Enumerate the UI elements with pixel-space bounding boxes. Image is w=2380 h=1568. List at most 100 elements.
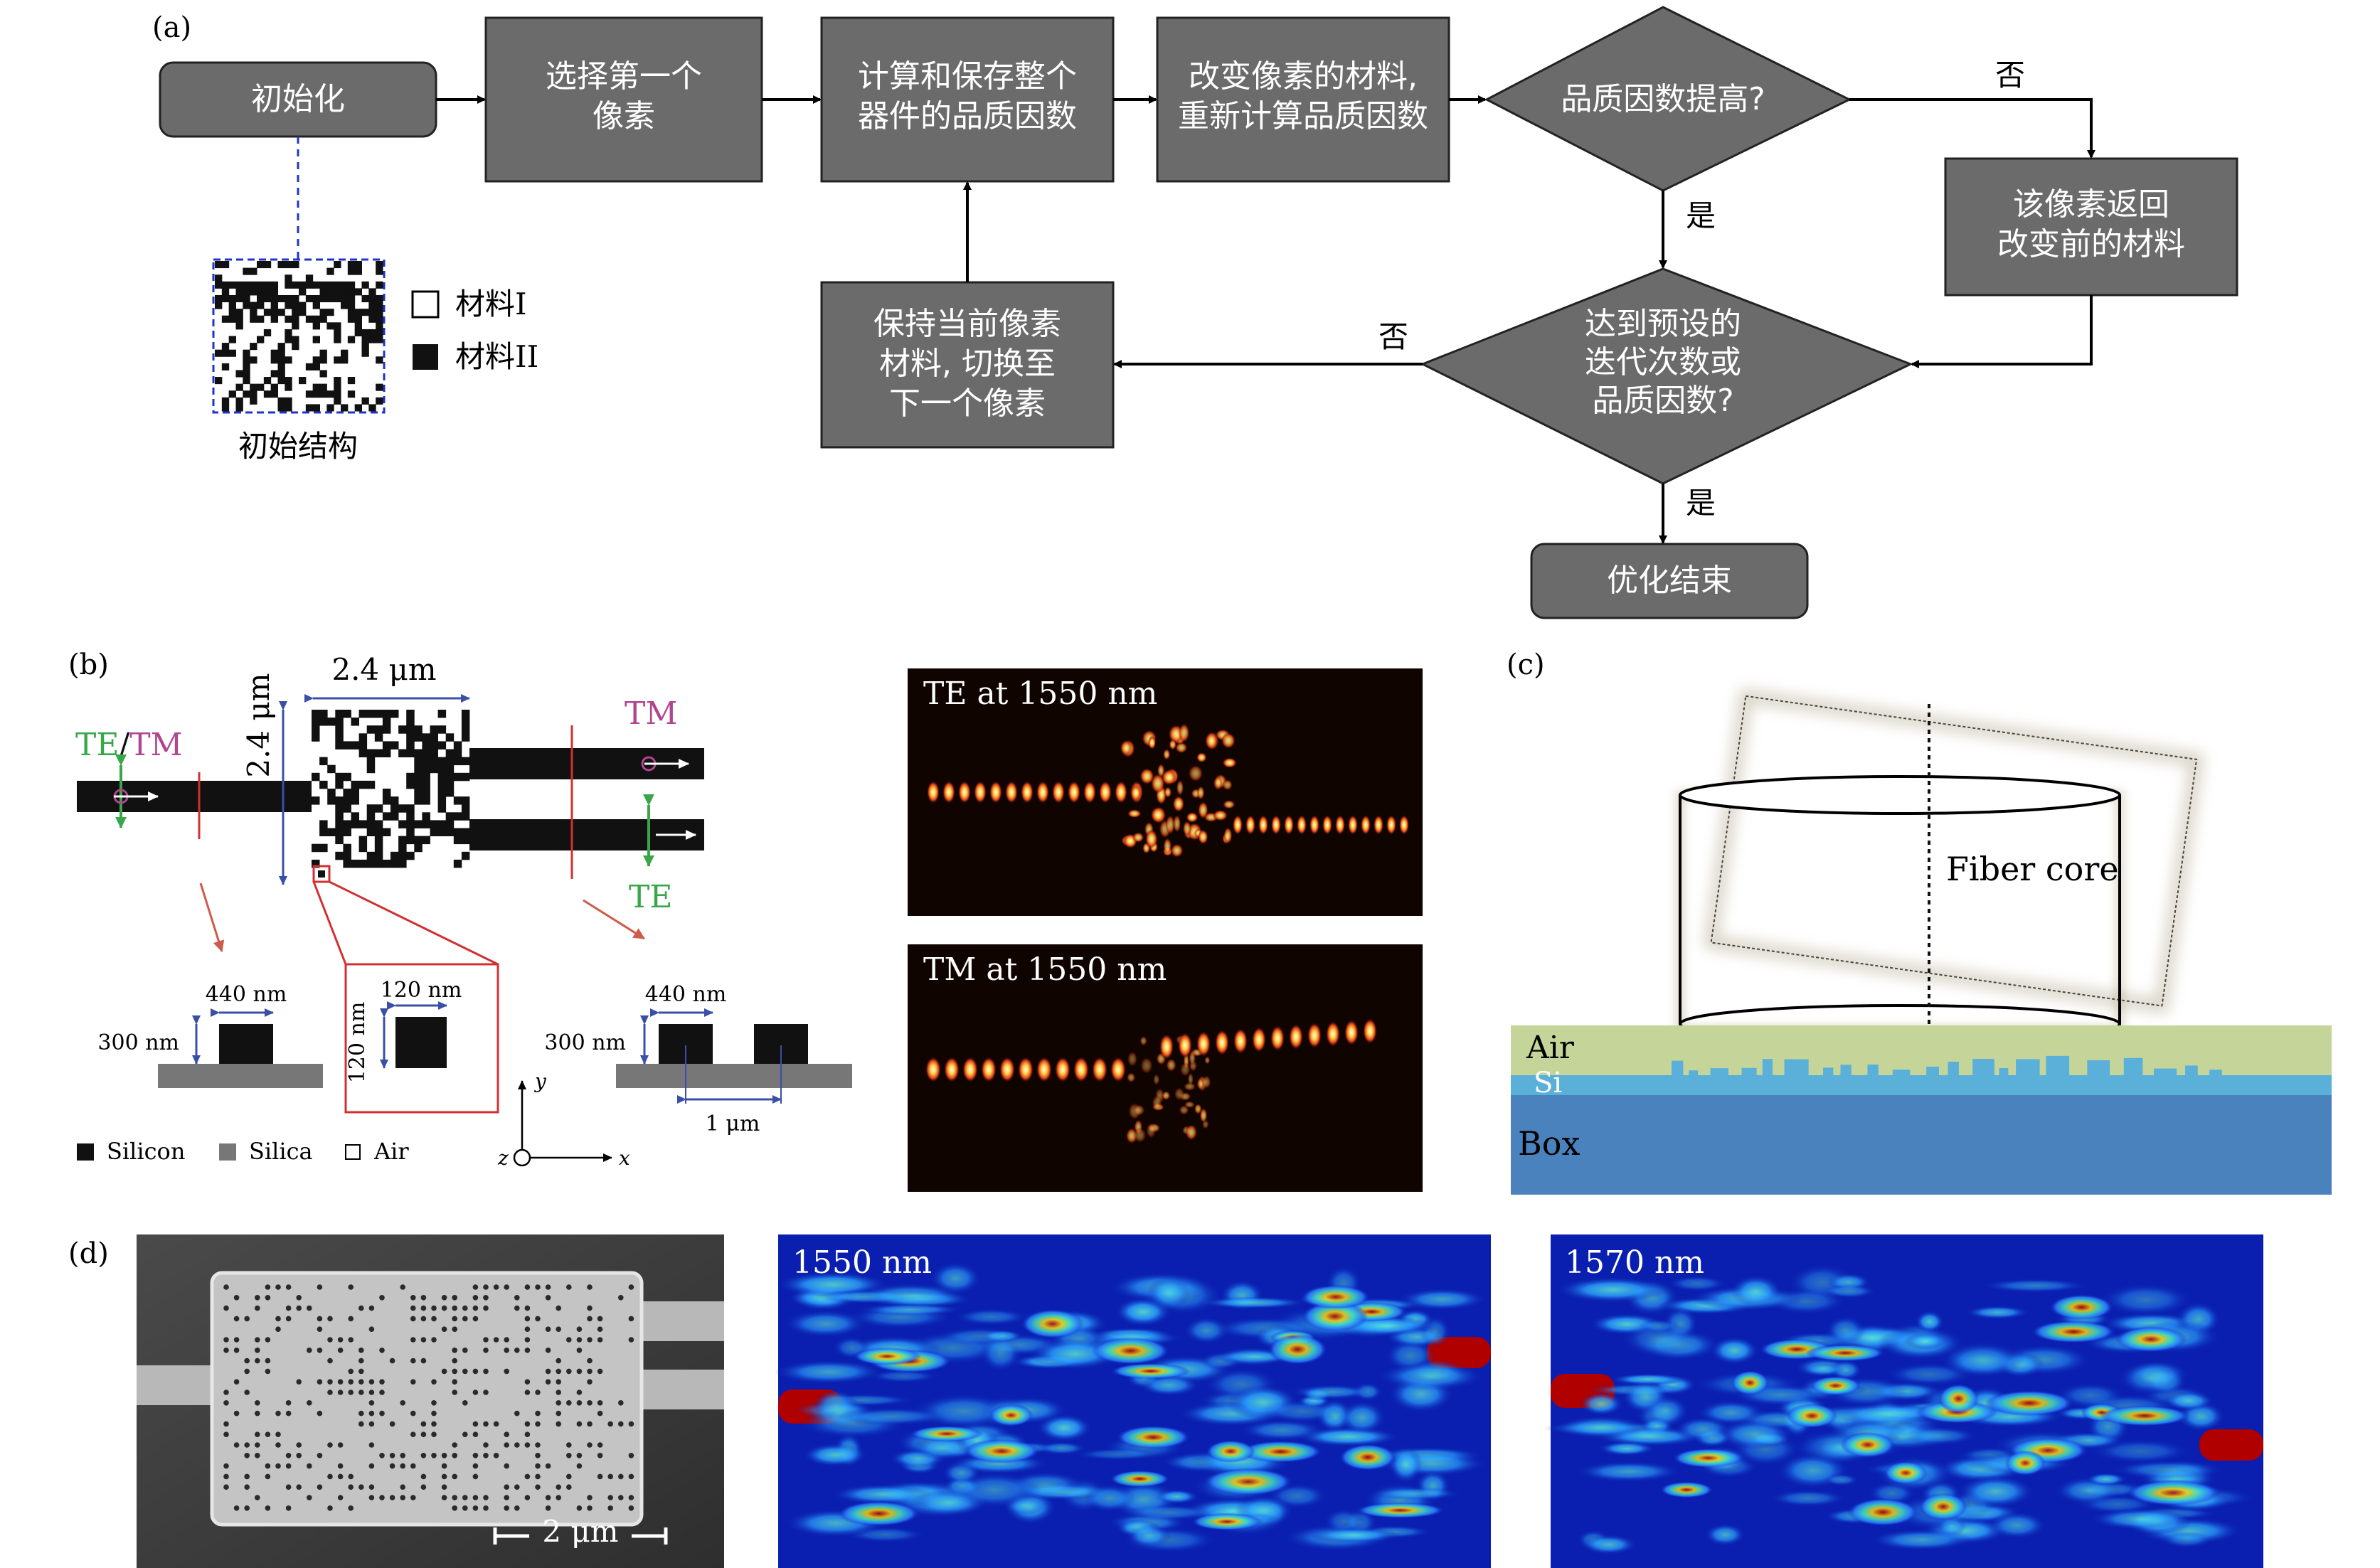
pixel [270, 390, 278, 398]
pixel [430, 757, 438, 766]
sem-hole [265, 1368, 271, 1375]
pixel [270, 281, 278, 289]
pixel [376, 336, 383, 343]
jet-streak [1621, 1321, 1696, 1357]
sem-hole [566, 1473, 572, 1480]
sem-hole [483, 1390, 489, 1395]
sem-hole [472, 1316, 479, 1322]
pixel [335, 820, 344, 828]
pixel [228, 336, 236, 343]
sem-hole [285, 1410, 292, 1417]
sem-hole [535, 1442, 541, 1448]
sem-hole [504, 1431, 509, 1437]
jet-streak [2091, 1508, 2189, 1530]
cs2-height-label: 300 nm [544, 1030, 626, 1055]
edge-label-no-1: 否 [1995, 58, 2025, 92]
sem-hole [462, 1505, 468, 1511]
pixel [285, 315, 292, 323]
field-bead [1289, 1024, 1303, 1050]
pixel [391, 851, 399, 860]
pixel [228, 349, 236, 357]
axis-z-label: z [497, 1146, 509, 1170]
pixel [376, 267, 383, 275]
field-bead [1055, 1057, 1071, 1082]
pixel [221, 288, 230, 296]
pixel [382, 710, 391, 718]
jet-streak [1371, 1487, 1462, 1500]
sem-hole [535, 1316, 541, 1322]
pixel [406, 749, 415, 757]
pixel [285, 356, 292, 364]
sem-hole [400, 1400, 405, 1406]
pixel [422, 764, 430, 774]
sem-hole [348, 1473, 354, 1480]
field-speckle [1222, 779, 1233, 791]
sem-waveguide-left [137, 1365, 221, 1405]
pixel [453, 772, 462, 782]
sem-hole [265, 1358, 271, 1364]
jet-streak [2118, 1360, 2184, 1395]
sem-hole [368, 1495, 375, 1500]
sem-waveguide-right-bottom [633, 1370, 724, 1409]
pixel [312, 356, 320, 364]
pixel [406, 828, 415, 836]
pixel [376, 261, 383, 269]
pixel [319, 309, 327, 316]
pixel [292, 281, 299, 289]
sem-hole [420, 1431, 427, 1437]
jet-hotspot [1356, 1502, 1445, 1518]
jet-streak [1576, 1461, 1681, 1482]
pixel [334, 329, 341, 336]
field-speckle [1150, 773, 1165, 794]
sem-hole [255, 1431, 260, 1437]
pixel [374, 804, 383, 813]
sem-hole [368, 1463, 375, 1469]
pixel [257, 288, 265, 296]
field-bead [1271, 815, 1281, 835]
field-speckle [1130, 784, 1142, 802]
sem-hole [545, 1284, 551, 1290]
pixel [312, 390, 320, 398]
pixel [263, 377, 272, 385]
field-speckle [1205, 732, 1218, 750]
field-bead [1092, 1057, 1107, 1082]
pixel [319, 315, 327, 323]
pixel [453, 836, 462, 845]
sem-hole [587, 1284, 593, 1290]
jet-hotspot [1919, 1493, 1967, 1521]
field-speckle [1222, 757, 1237, 768]
pixel [343, 843, 351, 853]
sem-hole [368, 1421, 375, 1427]
sem-hole [483, 1505, 489, 1511]
pixel [312, 718, 320, 726]
pixel [422, 836, 430, 845]
sem-hole [545, 1326, 551, 1332]
sem-hole [472, 1495, 479, 1500]
node-revert-line2: 改变前的材料 [1997, 226, 2185, 262]
field-plot-tm-label: TM at 1550 nm [923, 951, 1167, 988]
pixel [334, 383, 341, 391]
pixel [398, 820, 407, 828]
node-select-pixel-line2: 像素 [593, 98, 655, 134]
sem-hole [545, 1505, 551, 1511]
pixel [347, 315, 356, 323]
flow-arrows [436, 95, 2095, 544]
sem-hole [452, 1326, 457, 1332]
pixel [347, 336, 356, 343]
pixel [270, 294, 278, 303]
sem-scale-label: 2 μm [542, 1514, 618, 1549]
pixel [366, 812, 376, 821]
pixel [312, 772, 320, 782]
pixel [366, 804, 376, 813]
pixel [243, 281, 250, 289]
node-revert-line1: 该像素返回 [2013, 186, 2169, 223]
sem-hole [400, 1453, 405, 1458]
field-bead [1233, 1028, 1248, 1054]
pixel [257, 336, 265, 343]
jet-hotspot [989, 1404, 1034, 1426]
pixel [366, 710, 376, 718]
field-bead [942, 781, 955, 804]
legend-material1-swatch [411, 290, 440, 319]
grating-tooth [1710, 1068, 1728, 1075]
sem-hole [285, 1316, 292, 1322]
